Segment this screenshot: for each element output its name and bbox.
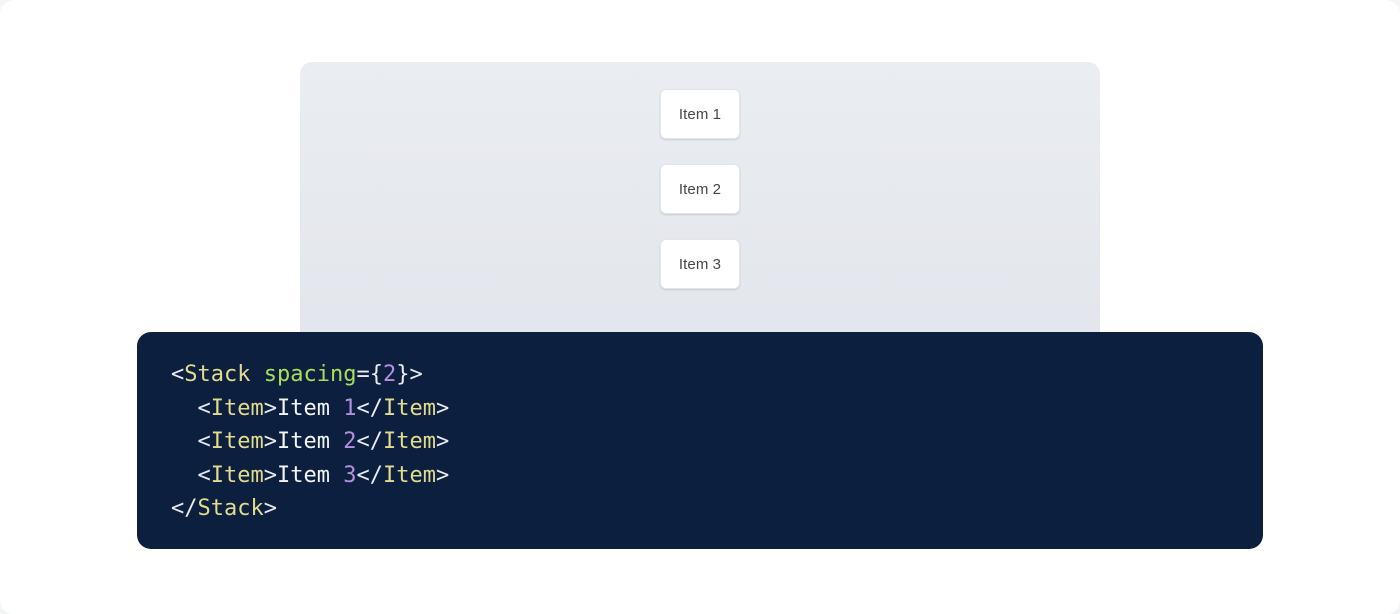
code-token-punct: >: [263, 496, 277, 522]
code-token-tag: Item: [382, 395, 436, 421]
stack-item-label: Item 3: [678, 255, 722, 273]
code-token-punct: }>: [396, 362, 423, 387]
code-token-punct: </: [356, 462, 383, 488]
code-token-punct: [250, 362, 263, 387]
code-line: <Item>Item 3</Item>: [171, 459, 1229, 493]
code-token-tag: Item: [210, 429, 264, 455]
code-token-punct: ={: [356, 362, 383, 387]
code-token-punct: </: [356, 429, 383, 455]
code-token-tag: Item: [382, 429, 436, 455]
code-token-num: 2: [382, 362, 397, 387]
code-token-attr: spacing: [263, 362, 357, 387]
code-token-tag: Stack: [197, 496, 264, 522]
code-indent: [171, 396, 198, 421]
code-token-punct: >: [263, 395, 277, 421]
stack-item[interactable]: Item 2: [660, 164, 740, 214]
code-token-text: Item: [276, 395, 344, 421]
stack-item[interactable]: Item 1: [660, 89, 740, 139]
stack-item-label: Item 2: [678, 180, 722, 198]
code-listing: <Stack spacing={2}> <Item>Item 1</Item> …: [171, 358, 1229, 526]
code-token-text: Item: [276, 429, 344, 455]
code-token-num: 1: [343, 395, 357, 421]
stack-item-label: Item 1: [678, 105, 722, 123]
code-token-punct: </: [356, 395, 383, 421]
code-indent: [171, 429, 198, 454]
stack-container: Item 1 Item 2 Item 3: [300, 62, 1100, 362]
code-token-punct: <: [197, 462, 211, 488]
code-token-tag: Item: [210, 462, 264, 488]
code-token-punct: >: [263, 462, 277, 488]
code-line: <Item>Item 1</Item>: [171, 392, 1229, 426]
code-token-tag: Item: [210, 395, 264, 421]
code-token-text: Item: [276, 462, 344, 488]
code-block: <Stack spacing={2}> <Item>Item 1</Item> …: [137, 332, 1263, 549]
code-token-punct: >: [435, 429, 450, 455]
code-token-tag: Item: [382, 462, 436, 488]
code-token-punct: >: [435, 462, 450, 488]
code-token-punct: <: [197, 429, 211, 455]
code-token-punct: <: [197, 395, 211, 421]
stack-item[interactable]: Item 3: [660, 239, 740, 289]
code-token-tag: Stack: [184, 362, 251, 387]
code-token-punct: >: [435, 395, 450, 421]
code-indent: [171, 463, 198, 488]
code-line: <Stack spacing={2}>: [171, 358, 1229, 392]
code-token-punct: </: [171, 496, 198, 522]
code-line: <Item>Item 2</Item>: [171, 425, 1229, 459]
code-token-punct: >: [263, 429, 277, 455]
code-token-num: 2: [343, 429, 357, 455]
code-line: </Stack>: [171, 492, 1229, 526]
code-token-punct: <: [171, 362, 185, 387]
code-token-num: 3: [343, 462, 357, 488]
stack-preview-surface: Item 1 Item 2 Item 3: [300, 62, 1100, 362]
